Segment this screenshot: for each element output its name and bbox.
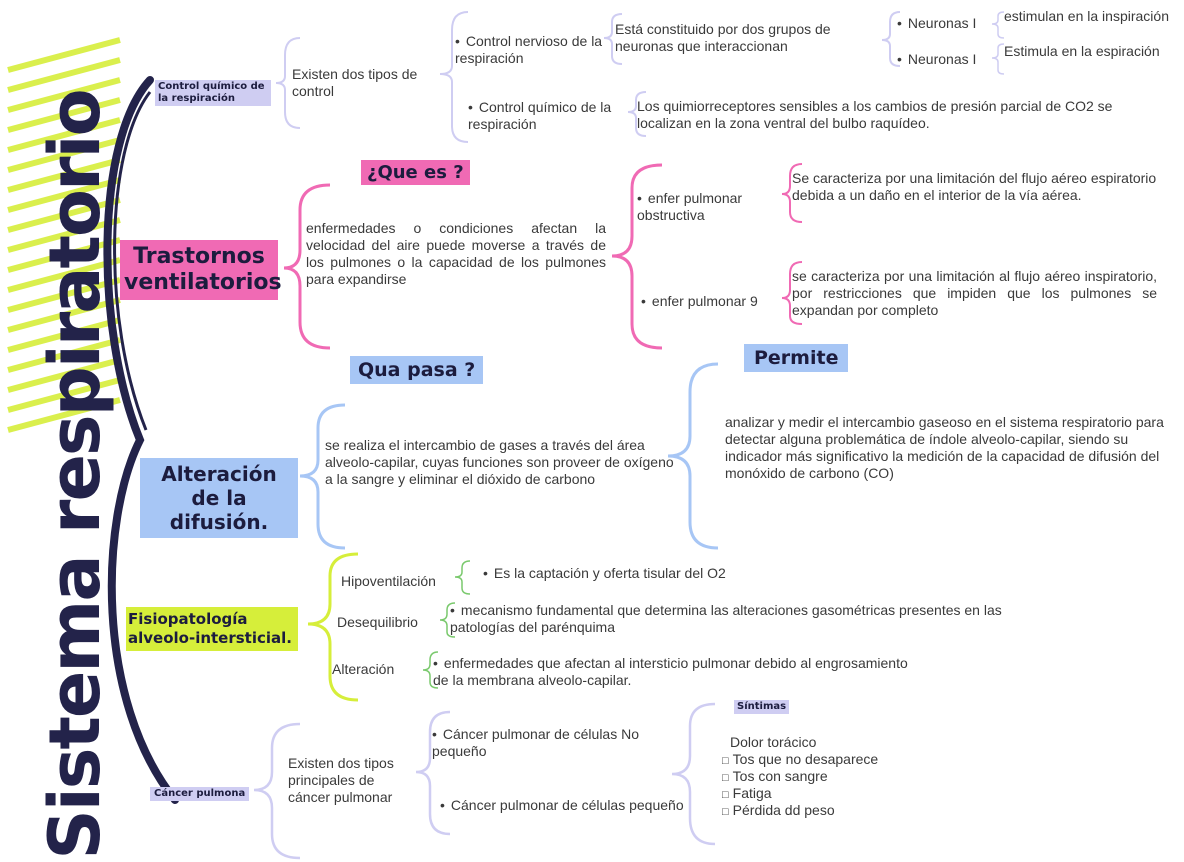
difusion-title: Alteración de la difusión. [140, 458, 298, 538]
neuron-1-label: Neuronas I [897, 15, 976, 32]
neuron-2-label: Neuronas I [897, 51, 976, 68]
fisio-item-1-label: Hipoventilación [341, 573, 436, 589]
symptoms-tag: Síntimas [734, 700, 790, 714]
symptom-1: Dolor torácico [730, 734, 817, 750]
control-quimico-detail: Los quimiorreceptores sensibles a los ca… [637, 98, 1113, 131]
control-nervioso-label: Control nervioso de la respiración [455, 33, 605, 67]
cancer-intro: Existen dos tipos principales de cáncer … [288, 755, 394, 805]
fisiopatologia-title: Fisiopatología alveolo-intersticial. [126, 607, 298, 651]
trastornos-title: Trastornos ventilatorios [120, 240, 282, 300]
trastorno-type-1-label: enfer pulmonar obstructiva [637, 190, 787, 224]
symptom-4: Fatiga [722, 785, 772, 804]
cancer-type-2: Cáncer pulmonar de células pequeño [440, 797, 690, 814]
trastornos-definition: enfermedades o condiciones afectan la ve… [306, 220, 606, 287]
trastornos-question: ¿Que es ? [361, 160, 470, 185]
fisio-item-3-desc: enfermedades que afectan al intersticio … [433, 655, 918, 689]
symptom-3: Tos con sangre [722, 768, 828, 787]
cancer-tag: Cáncer pulmona [150, 787, 250, 801]
permite-title: Permite [744, 344, 849, 372]
control-nervioso-detail: Está constituido por dos grupos de neuro… [615, 21, 831, 54]
symptom-5: Pérdida dd peso [722, 802, 835, 821]
neuron-1-desc: estimulan en la inspiración [1004, 8, 1169, 24]
difusion-question: Qua pasa ? [350, 356, 484, 384]
trastorno-type-1-desc: Se caracteriza por una limitación del fl… [792, 170, 1157, 203]
fisio-item-2-label: Desequilibrio [337, 614, 418, 630]
permite-text: analizar y medir el intercambio gaseoso … [725, 414, 1164, 481]
trastorno-type-2-label: enfer pulmonar 9 [641, 293, 789, 310]
fisio-item-3-label: Alteración [332, 661, 395, 677]
symptom-2: Tos que no desaparece [722, 751, 879, 770]
control-tag: Control químico de la respiración [155, 80, 271, 106]
control-quimico-label: Control químico de la respiración [468, 99, 633, 133]
control-intro: Existen dos tipos de control [292, 66, 418, 99]
main-title: Sistema respiratorio [34, 90, 116, 860]
neuron-2-desc: Estimula en la espiración [1004, 43, 1160, 59]
difusion-definition: se realiza el intercambio de gases a tra… [325, 437, 674, 487]
fisio-item-1-desc: Es la captación y oferta tisular del O2 [483, 565, 783, 582]
fisio-item-2-desc: mecanismo fundamental que determina las … [450, 602, 1010, 636]
main-brace [103, 76, 179, 804]
trastorno-type-2-desc: se caracteriza por una limitación al flu… [792, 268, 1157, 318]
lime-scribble [7, 37, 121, 433]
cancer-type-1: Cáncer pulmonar de células No pequeño [432, 726, 682, 760]
